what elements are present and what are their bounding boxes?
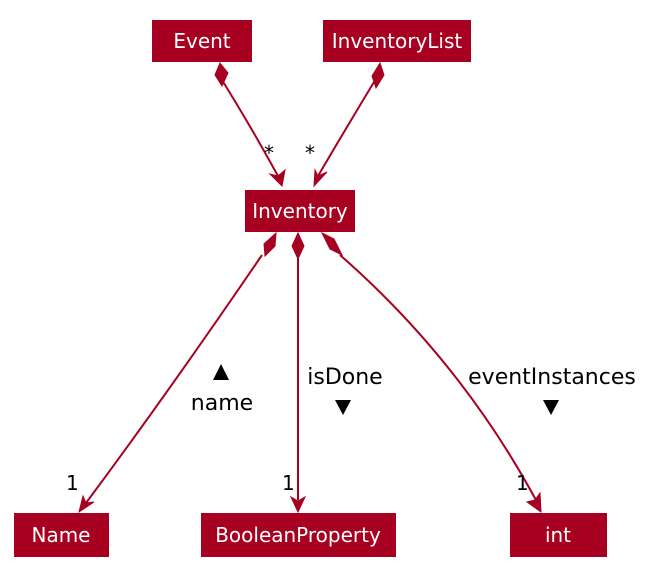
class-booleanproperty: BooleanProperty [201, 513, 396, 557]
edge-event-inventory [214, 62, 286, 188]
class-booleanproperty-label: BooleanProperty [215, 523, 381, 547]
class-inventorylist-label: InventoryList [332, 29, 463, 53]
multiplicity-inventorylist-inventory: * [305, 141, 315, 165]
direction-down-triangle [335, 400, 351, 415]
class-inventory-label: Inventory [252, 199, 348, 223]
arrowhead [289, 495, 307, 514]
edge-inventory-name [78, 231, 277, 514]
class-name-label: Name [31, 523, 90, 547]
role-label-eventinstances: eventInstances [468, 365, 636, 390]
role-label-name: name [191, 391, 253, 416]
multiplicity-event-inventory: * [264, 141, 274, 165]
direction-up-triangle [213, 364, 229, 380]
composition-diamond [291, 231, 305, 261]
arrowhead [313, 168, 328, 188]
multiplicity-name: 1 [66, 471, 79, 495]
composition-diamond [320, 231, 344, 257]
arrowhead [268, 168, 286, 188]
arrowhead [78, 494, 95, 514]
edge-inventory-int [320, 231, 542, 514]
arrowhead [525, 491, 542, 514]
composition-diamond [371, 61, 385, 90]
class-inventory: Inventory [245, 190, 355, 232]
class-int-label: int [545, 523, 571, 547]
multiplicity-int: 1 [516, 471, 529, 495]
direction-down-triangle [543, 400, 559, 415]
edge-inventorylist-inventory [313, 61, 385, 188]
multiplicity-booleanproperty: 1 [282, 471, 295, 495]
class-event: Event [152, 20, 252, 62]
composition-diamond [214, 62, 229, 88]
class-event-label: Event [173, 29, 230, 53]
role-label-isdone: isDone [307, 365, 382, 390]
class-int: int [510, 513, 607, 557]
edge-inventory-booleanproperty [289, 231, 307, 514]
class-inventorylist: InventoryList [323, 20, 471, 62]
class-name: Name [14, 513, 109, 557]
composition-diamond [263, 231, 277, 258]
